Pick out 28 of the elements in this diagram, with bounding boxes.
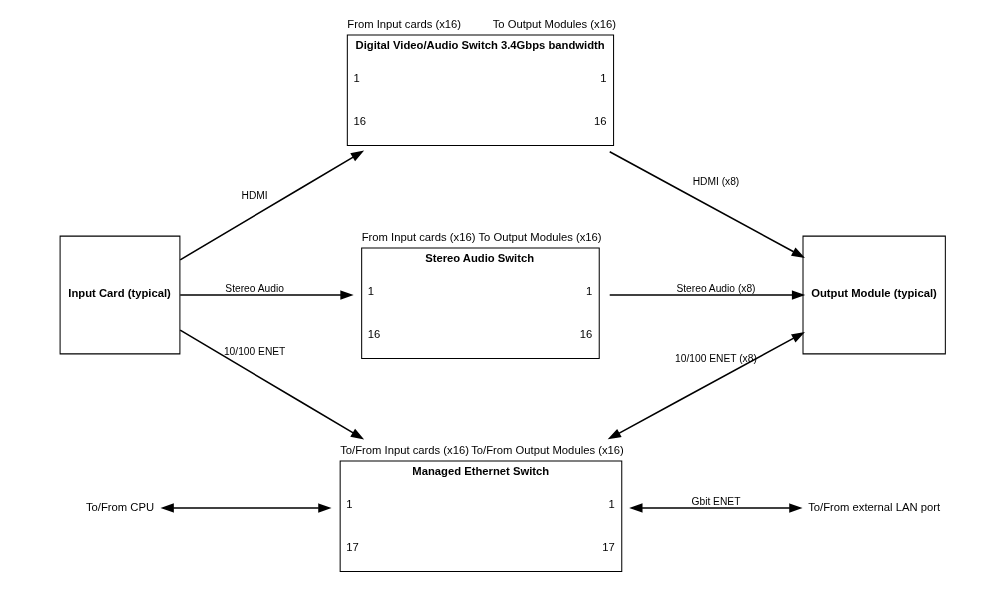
- edge-label: 10/100 ENET (x8): [674, 352, 757, 364]
- edge-label: HDMI: [241, 189, 268, 201]
- arrow: [608, 290, 805, 300]
- edge-label: Stereo Audio: [224, 282, 284, 294]
- node-label: To Output Modules (x16): [492, 17, 616, 30]
- node-label: To/From Input cards (x16): [339, 443, 469, 456]
- node-box: Output Module (typical): [802, 235, 946, 355]
- node-label: To Output Modules (x16): [477, 230, 602, 243]
- arrow: [628, 503, 803, 513]
- node-label: From Input cards (x16): [346, 17, 461, 30]
- edge-label: HDMI (x8): [692, 176, 739, 188]
- node-box: Stereo Audio Switch 1 1 16 16: [360, 247, 600, 359]
- edge-label: Stereo Audio (x8): [675, 282, 756, 294]
- node-box: Managed Ethernet Switch 1 1 17 17: [339, 460, 622, 572]
- edge-label: 10/100 ENET: [223, 346, 285, 358]
- edge-label: Gbit ENET: [691, 495, 740, 507]
- node-box: Input Card (typical): [59, 235, 180, 355]
- node-label: To/From Output Modules (x16): [470, 443, 624, 456]
- arrow: [160, 503, 332, 513]
- arrow: [178, 150, 364, 261]
- node-box: Digital Video/Audio Switch 3.4Gbps bandwidth 1 1 16 16: [346, 34, 614, 146]
- node-text: To/From CPU: [85, 500, 154, 513]
- arrow: [178, 329, 364, 440]
- arrow: [607, 332, 805, 440]
- arrow: [178, 290, 354, 300]
- arrow: [608, 151, 805, 258]
- node-label: From Input cards (x16): [361, 230, 475, 243]
- node-text: To/From external LAN port: [807, 500, 940, 513]
